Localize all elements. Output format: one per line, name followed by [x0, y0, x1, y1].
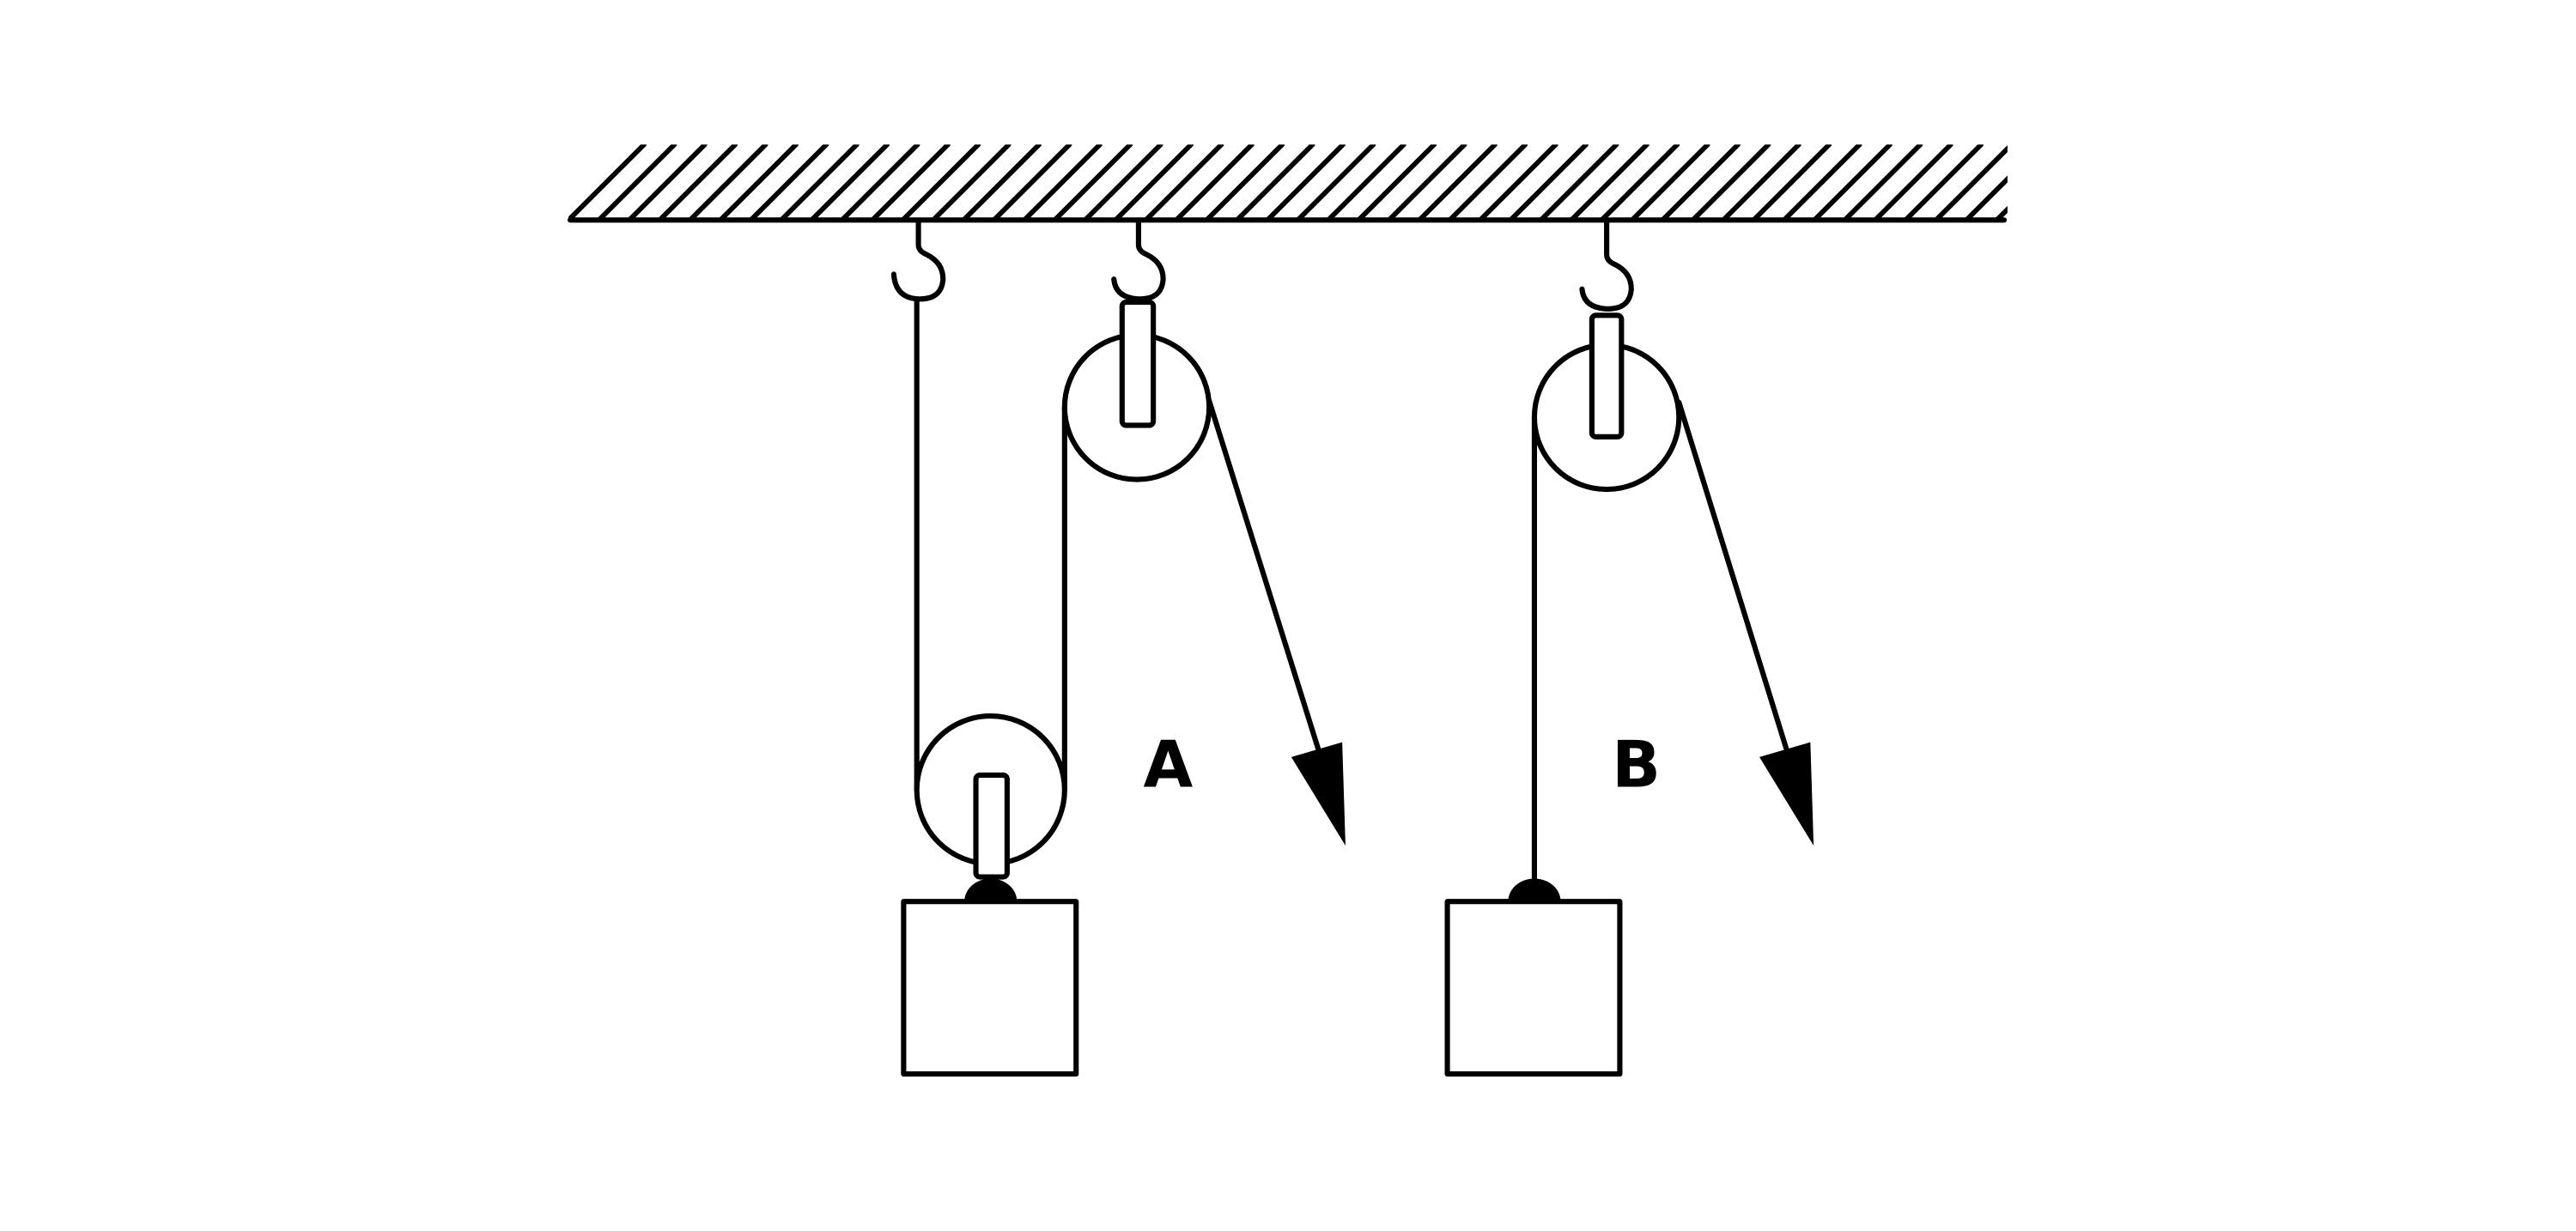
hatch-line — [1964, 175, 2008, 221]
hatch-line — [1113, 144, 1194, 221]
hatch-line — [1417, 144, 1498, 221]
system-b — [1444, 217, 1790, 1077]
ceiling-hatching — [568, 144, 2133, 221]
hatch-line — [1781, 144, 1862, 221]
hatch-line — [900, 144, 981, 221]
load-block-b — [1444, 899, 1623, 1077]
hatch-line — [1295, 144, 1376, 221]
hatch-line — [1569, 144, 1649, 221]
load-a-attachment-knob — [964, 878, 1018, 902]
hatch-line — [1265, 144, 1346, 221]
pull-arrow-b-shaft — [1676, 399, 1790, 755]
hook-a-rope-anchor — [890, 217, 946, 302]
fixed-pulley-a-strap — [1119, 299, 1157, 428]
hatch-line — [1721, 144, 1801, 221]
load-block-a — [901, 899, 1079, 1077]
hatch-line — [1842, 144, 1923, 221]
hatch-line — [1538, 144, 1619, 221]
hatch-line — [1599, 144, 1680, 221]
hatch-line — [1204, 144, 1285, 221]
hatch-line — [748, 144, 829, 221]
hatch-line — [718, 144, 799, 221]
hatch-line — [1143, 144, 1224, 221]
hatch-line — [687, 144, 769, 221]
hook-b-fixed-pulley — [1579, 217, 1634, 312]
hatch-line — [1994, 205, 2008, 221]
hatch-line — [1903, 144, 1984, 221]
hatch-line — [991, 144, 1072, 221]
hatch-line — [1873, 144, 1953, 221]
hatch-line — [1933, 145, 2008, 221]
pull-arrow-a-head — [1291, 742, 1346, 846]
hatch-line — [1690, 144, 1771, 221]
hatch-line — [870, 144, 951, 221]
hatch-line — [568, 144, 647, 221]
hatch-line — [2057, 144, 2133, 220]
system-a — [890, 217, 1322, 1077]
label-system-a: A — [1143, 727, 1193, 802]
load-b-attachment-knob — [1508, 878, 1561, 902]
hatch-line — [1022, 144, 1103, 221]
hatch-line — [1234, 144, 1315, 221]
hook-a-fixed-pulley — [1111, 217, 1166, 302]
hatch-line — [778, 144, 860, 221]
fixed-pulley-b-strap — [1589, 312, 1625, 440]
hatch-line — [1356, 144, 1437, 221]
hatch-line — [930, 144, 1012, 221]
hatch-line — [1629, 144, 1710, 221]
hatch-line — [1082, 144, 1163, 221]
hatch-line — [1325, 144, 1406, 221]
pull-arrow-a-shaft — [1206, 397, 1322, 755]
movable-pulley-a-strap — [973, 772, 1010, 880]
hatch-line — [1751, 144, 1832, 221]
hatch-line — [1508, 144, 1589, 221]
hatch-line — [1447, 144, 1528, 221]
hatch-line — [657, 144, 738, 221]
hatch-line — [839, 144, 920, 221]
hatch-line — [1477, 144, 1558, 221]
hatch-line — [1052, 144, 1133, 221]
pull-arrow-b-head — [1759, 742, 1814, 846]
hatch-line — [1660, 144, 1741, 221]
hatch-line — [961, 144, 1042, 221]
label-system-b: B — [1612, 727, 1661, 802]
hatch-line — [1812, 144, 1893, 221]
hatch-line — [596, 144, 677, 221]
hatch-line — [809, 144, 890, 221]
hatch-line — [1174, 144, 1255, 221]
hatch-line — [1386, 144, 1467, 221]
hatch-line — [627, 144, 708, 221]
hatch-line — [2027, 144, 2103, 220]
